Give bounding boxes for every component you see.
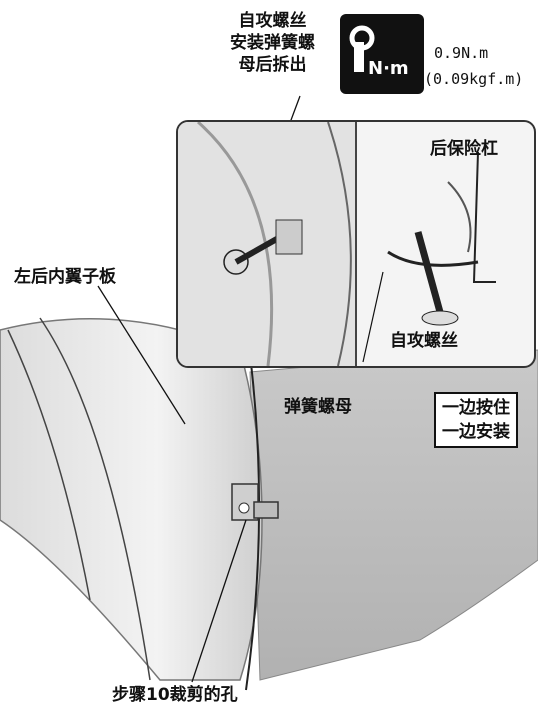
torque-value-kgf: (0.09kgf.m)	[424, 70, 524, 88]
torque-wrench-icon: N·m	[340, 14, 424, 94]
note-line-2: 安装弹簧螺	[230, 33, 315, 53]
press-line-2: 一边安装	[442, 422, 510, 442]
fender-liner-label: 左后内翼子板	[14, 267, 116, 287]
note-line-1: 自攻螺丝	[238, 11, 307, 31]
press-line-1: 一边按住	[442, 398, 510, 418]
torque-value: 0.9N.m	[434, 44, 489, 62]
press-and-install-box: 一边按住 一边安装	[434, 392, 518, 448]
rear-bumper-label: 后保险杠	[430, 139, 498, 159]
tapping-screw-label: 自攻螺丝	[390, 331, 458, 351]
note-line-3: 母后拆出	[238, 55, 307, 75]
step10-hole-label: 步骤10裁剪的孔	[112, 685, 238, 705]
tapping-screw-note: 自攻螺丝 安装弹簧螺 母后拆出	[230, 10, 315, 76]
bracket-main	[231, 483, 279, 521]
fender-liner-shape	[0, 318, 263, 681]
detail-inset	[176, 120, 536, 368]
spring-nut-label: 弹簧螺母	[284, 397, 352, 417]
torque-unit-symbol: N·m	[368, 58, 409, 79]
